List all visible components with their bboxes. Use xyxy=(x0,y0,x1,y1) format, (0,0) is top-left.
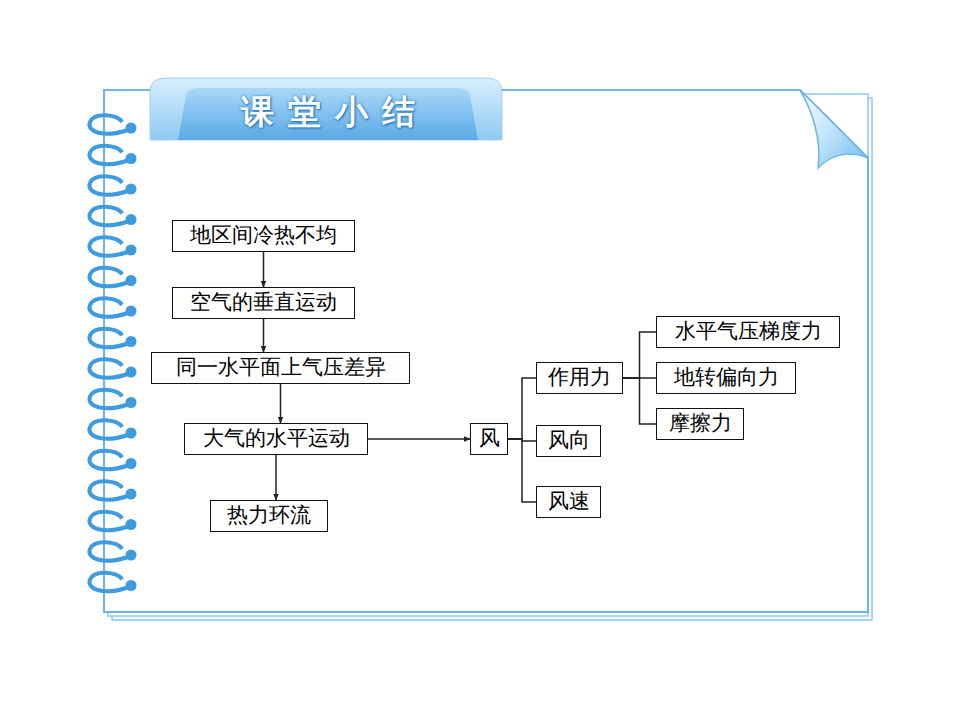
flow-arrow xyxy=(263,252,265,287)
flow-arrow xyxy=(280,384,282,423)
notebook-page xyxy=(104,90,868,612)
spiral-ring xyxy=(89,390,128,408)
ring-hole xyxy=(126,275,137,286)
spiral-ring xyxy=(89,176,128,194)
flow-arrow xyxy=(368,438,470,440)
spiral-ring xyxy=(89,207,128,225)
box-label: 大气的水平运动 xyxy=(203,427,350,450)
bracket-line xyxy=(623,332,656,378)
ring-hole xyxy=(126,184,137,195)
title-tab xyxy=(150,78,502,140)
concept-box: 风向 xyxy=(536,425,601,457)
concept-box: 地区间冷热不均 xyxy=(172,220,355,252)
spiral-ring xyxy=(89,146,128,164)
box-label: 水平气压梯度力 xyxy=(675,320,822,343)
bracket-line xyxy=(508,439,536,502)
concept-box: 水平气压梯度力 xyxy=(656,316,840,348)
concept-box: 同一水平面上气压差异 xyxy=(151,352,410,384)
concept-box: 空气的垂直运动 xyxy=(172,287,355,319)
box-label: 空气的垂直运动 xyxy=(190,291,337,314)
box-label: 作用力 xyxy=(548,366,611,389)
concept-box: 大气的水平运动 xyxy=(184,423,368,455)
spiral-ring xyxy=(89,329,128,347)
title-tab-inner xyxy=(178,88,478,140)
ring-hole xyxy=(126,336,137,347)
box-label: 同一水平面上气压差异 xyxy=(176,356,386,379)
spiral-binding xyxy=(89,115,136,591)
spiral-ring xyxy=(89,237,128,255)
slide-title: 课堂小结 xyxy=(227,90,429,135)
ring-hole xyxy=(126,458,137,469)
spiral-ring xyxy=(89,542,128,560)
ring-hole xyxy=(126,367,137,378)
box-label: 地区间冷热不均 xyxy=(190,224,337,247)
page-curl xyxy=(800,90,868,168)
spiral-ring xyxy=(89,481,128,499)
spiral-ring xyxy=(89,268,128,286)
box-label: 热力环流 xyxy=(227,504,311,527)
spiral-ring xyxy=(89,512,128,530)
box-label: 地转偏向力 xyxy=(674,366,779,389)
ring-hole xyxy=(126,519,137,530)
ring-hole xyxy=(126,580,137,591)
bracket-line xyxy=(508,378,536,439)
ring-hole xyxy=(126,550,137,561)
title-box: 课堂小结 xyxy=(186,86,470,138)
concept-box: 地转偏向力 xyxy=(656,362,796,394)
spiral-ring xyxy=(89,420,128,438)
ring-hole xyxy=(126,245,137,256)
concept-box: 风 xyxy=(470,423,508,455)
ring-hole xyxy=(126,153,137,164)
ring-hole xyxy=(126,306,137,317)
box-label: 风速 xyxy=(548,490,590,513)
concept-box: 作用力 xyxy=(536,362,623,394)
ring-hole xyxy=(126,123,137,134)
ring-hole xyxy=(126,489,137,500)
ring-hole xyxy=(126,428,137,439)
box-label: 摩擦力 xyxy=(669,412,732,435)
box-label: 风向 xyxy=(548,429,590,452)
spiral-ring xyxy=(89,115,128,133)
flow-arrow xyxy=(263,319,265,352)
concept-box: 热力环流 xyxy=(210,500,328,532)
concept-box: 摩擦力 xyxy=(656,408,744,440)
bracket-line xyxy=(623,378,656,424)
spiral-ring xyxy=(89,451,128,469)
ring-hole xyxy=(126,214,137,225)
ring-hole xyxy=(126,397,137,408)
spiral-ring xyxy=(89,359,128,377)
flow-arrow xyxy=(275,455,277,500)
concept-box: 风速 xyxy=(536,486,601,518)
spiral-ring xyxy=(89,298,128,316)
spiral-ring xyxy=(89,573,128,591)
box-label: 风 xyxy=(479,427,500,450)
